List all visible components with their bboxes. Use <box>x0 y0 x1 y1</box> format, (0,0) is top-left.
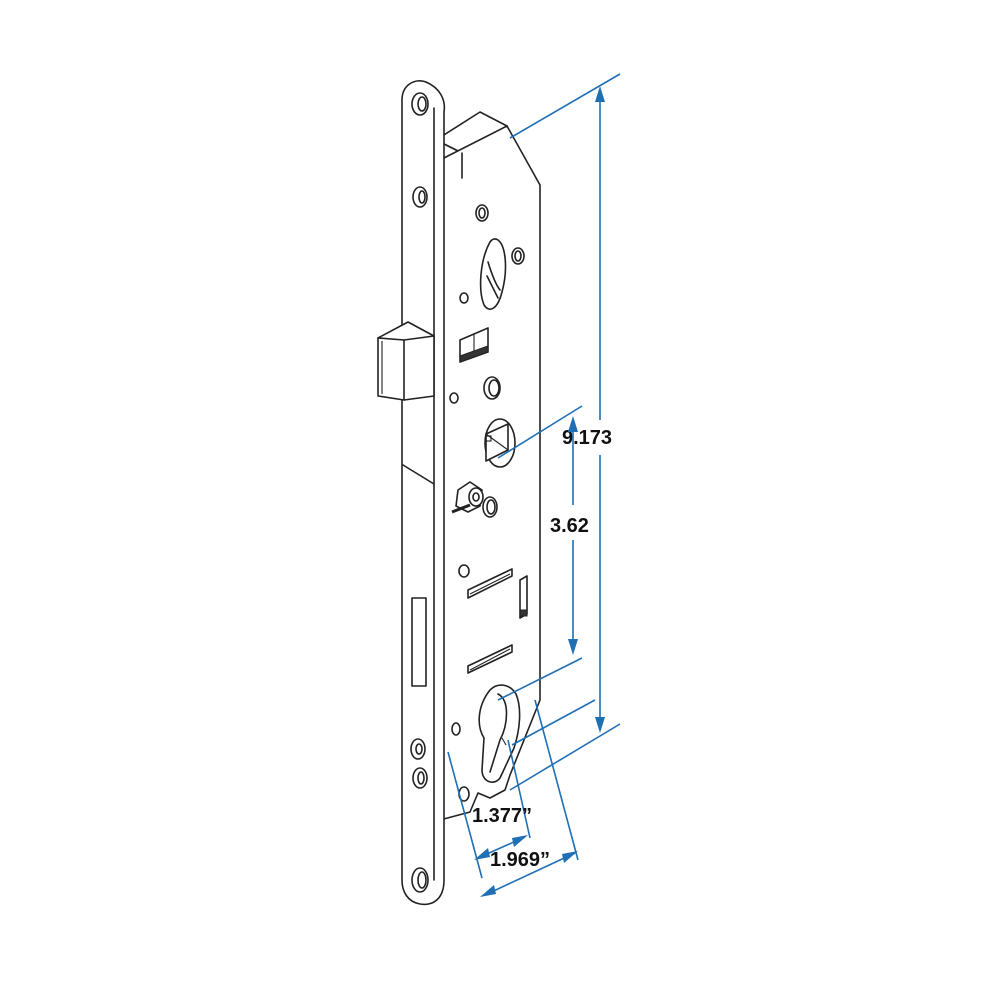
auxiliary-trigger-icon <box>451 481 484 514</box>
case-hole-icon <box>475 204 489 222</box>
dimension-overall-height: 9.173 <box>509 73 621 791</box>
spindle-hub-icon <box>484 418 516 468</box>
lock-case <box>435 111 541 821</box>
upper-diagonal-slot-icon <box>467 568 513 599</box>
dimension-backset-inner: 1.377” <box>447 699 596 879</box>
dimension-backset-outer: 1.969” <box>480 699 579 897</box>
backset-outer-label: 1.969” <box>490 849 550 871</box>
lever-slot-icon <box>459 327 489 363</box>
faceplate-screw-hole-upper-icon <box>412 186 428 208</box>
latch-bolt <box>377 321 435 401</box>
faceplate-screw-hole-bottom-icon <box>411 867 429 893</box>
faceplate-screw-hole-top-icon <box>411 92 429 116</box>
overall-height-label: 9.173 <box>562 427 612 449</box>
lower-diagonal-slot-icon <box>467 644 513 674</box>
vertical-slot-icon <box>519 575 528 619</box>
dimension-spindle-to-cylinder: 3.62 <box>497 405 594 701</box>
faceplate <box>401 80 446 906</box>
deadbolt-slot <box>411 597 427 687</box>
faceplate-screw-hole-lower1-icon <box>410 738 426 760</box>
euro-cylinder-cutout-icon <box>478 684 521 783</box>
backset-inner-label: 1.377” <box>472 805 532 827</box>
faceplate-screw-hole-lower2-icon <box>412 767 428 789</box>
spindle-to-cylinder-label: 3.62 <box>550 515 589 537</box>
top-oval-slot-icon <box>479 238 507 310</box>
